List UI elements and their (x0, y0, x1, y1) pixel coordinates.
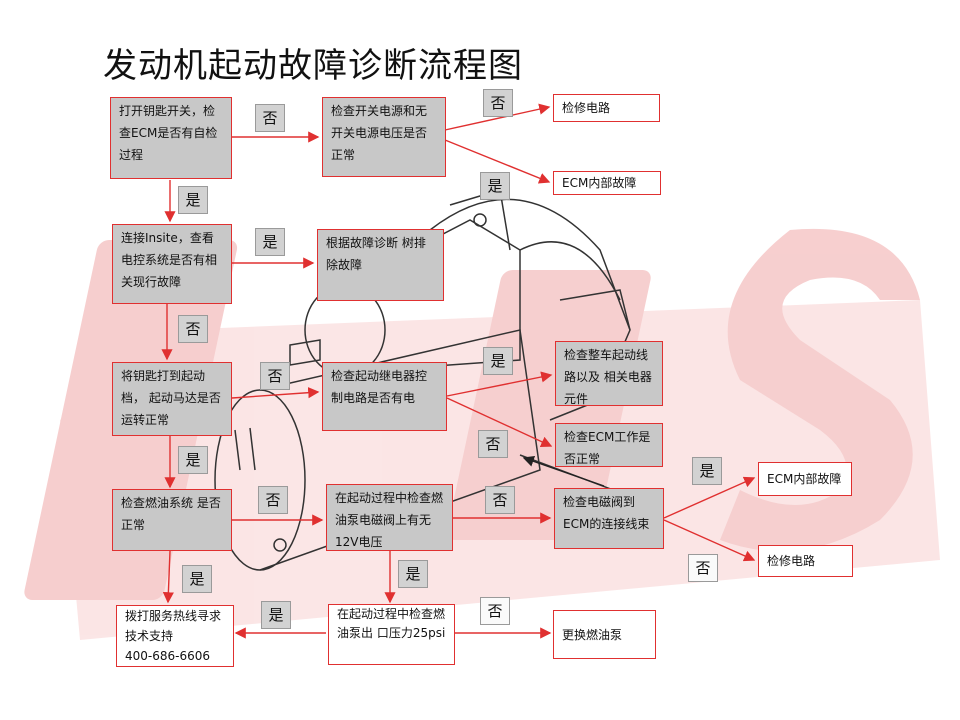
result-replace-fuel-pump: 更换燃油泵 (553, 610, 656, 659)
arrow-b13-b10 (522, 455, 605, 487)
result-call-service-hotline: 拨打服务热线寻求技术支持 400-686-6606 (116, 605, 234, 667)
label-no-b12-b13: 否 (485, 486, 515, 514)
label-yes-b13-b14: 是 (692, 457, 722, 485)
step-check-starter-relay: 检查起动继电器控制电路是否有电 (322, 362, 447, 431)
arrow-b11-b16 (162, 550, 174, 604)
result-repair-circuit: 检修电路 (553, 94, 660, 122)
step-check-ecm-selftest: 打开钥匙开关，检查ECM是否有自检过程 (110, 97, 232, 179)
result-ecm-internal-fault-2: ECM内部故障 (758, 462, 852, 496)
step-check-starting-circuit: 检查整车起动线路以及 相关电器元件 (555, 341, 663, 406)
label-no-b11-b12: 否 (258, 486, 288, 514)
label-yes-b7-b11: 是 (178, 446, 208, 474)
label-yes-b8-b9: 是 (483, 347, 513, 375)
hotline-text: 拨打服务热线寻求技术支持 (125, 609, 222, 643)
step-check-fuel-pump-pressure: 在起动过程中检查燃油泵出 口压力25psi (328, 604, 455, 665)
step-check-starter-motor: 将钥匙打到起动档， 起动马达是否运转正常 (112, 362, 232, 436)
step-check-solenoid-harness: 检查电磁阀到ECM的连接线束 (554, 488, 664, 549)
label-yes-b17-b16: 是 (261, 601, 291, 629)
arrow-b8-b10 (446, 397, 553, 447)
arrow-b13-b14 (663, 476, 756, 519)
step-connect-insite: 连接Insite，查看电控系统是否有相关现行故障 (112, 224, 232, 304)
result-repair-circuit-2: 检修电路 (758, 545, 853, 577)
arrow-b2-b3 (444, 103, 551, 131)
label-yes-b1-b5: 是 (178, 186, 208, 214)
label-yes-b12-b17: 是 (398, 560, 428, 588)
label-no-b7-b8: 否 (260, 362, 290, 390)
hotline-phone: 400-686-6606 (125, 649, 211, 663)
label-yes-b2-b4: 是 (480, 172, 510, 200)
arrow-b13-b15 (663, 519, 756, 562)
arrow-b2-b4 (444, 139, 551, 184)
starter-motor-drawing (214, 189, 641, 571)
label-no-b8-b10: 否 (478, 430, 508, 458)
label-no-b2-b3: 否 (483, 89, 513, 117)
step-check-power-voltage: 检查开关电源和无开关电源电压是否正常 (322, 97, 446, 177)
label-yes-b5-b6: 是 (255, 228, 285, 256)
step-check-solenoid-12v: 在起动过程中检查燃油泵电磁阀上有无12V电压 (326, 484, 453, 551)
step-check-ecm-work: 检查ECM工作是否正常 (555, 423, 663, 467)
arrow-b7-b8 (231, 387, 320, 399)
label-yes-b11-b16: 是 (182, 565, 212, 593)
label-no-b17-b18: 否 (480, 597, 510, 625)
arrow-b8-b9 (446, 371, 553, 397)
label-no-b13-b15: 否 (688, 554, 718, 582)
label-no-b1-b2: 否 (255, 104, 285, 132)
label-no-b5-b7: 否 (178, 315, 208, 343)
step-check-fuel-system: 检查燃油系统 是否正常 (112, 489, 232, 551)
page-title: 发动机起动故障诊断流程图 (103, 46, 523, 86)
result-ecm-internal-fault: ECM内部故障 (553, 171, 661, 195)
step-fault-tree: 根据故障诊断 树排除故障 (317, 229, 444, 301)
